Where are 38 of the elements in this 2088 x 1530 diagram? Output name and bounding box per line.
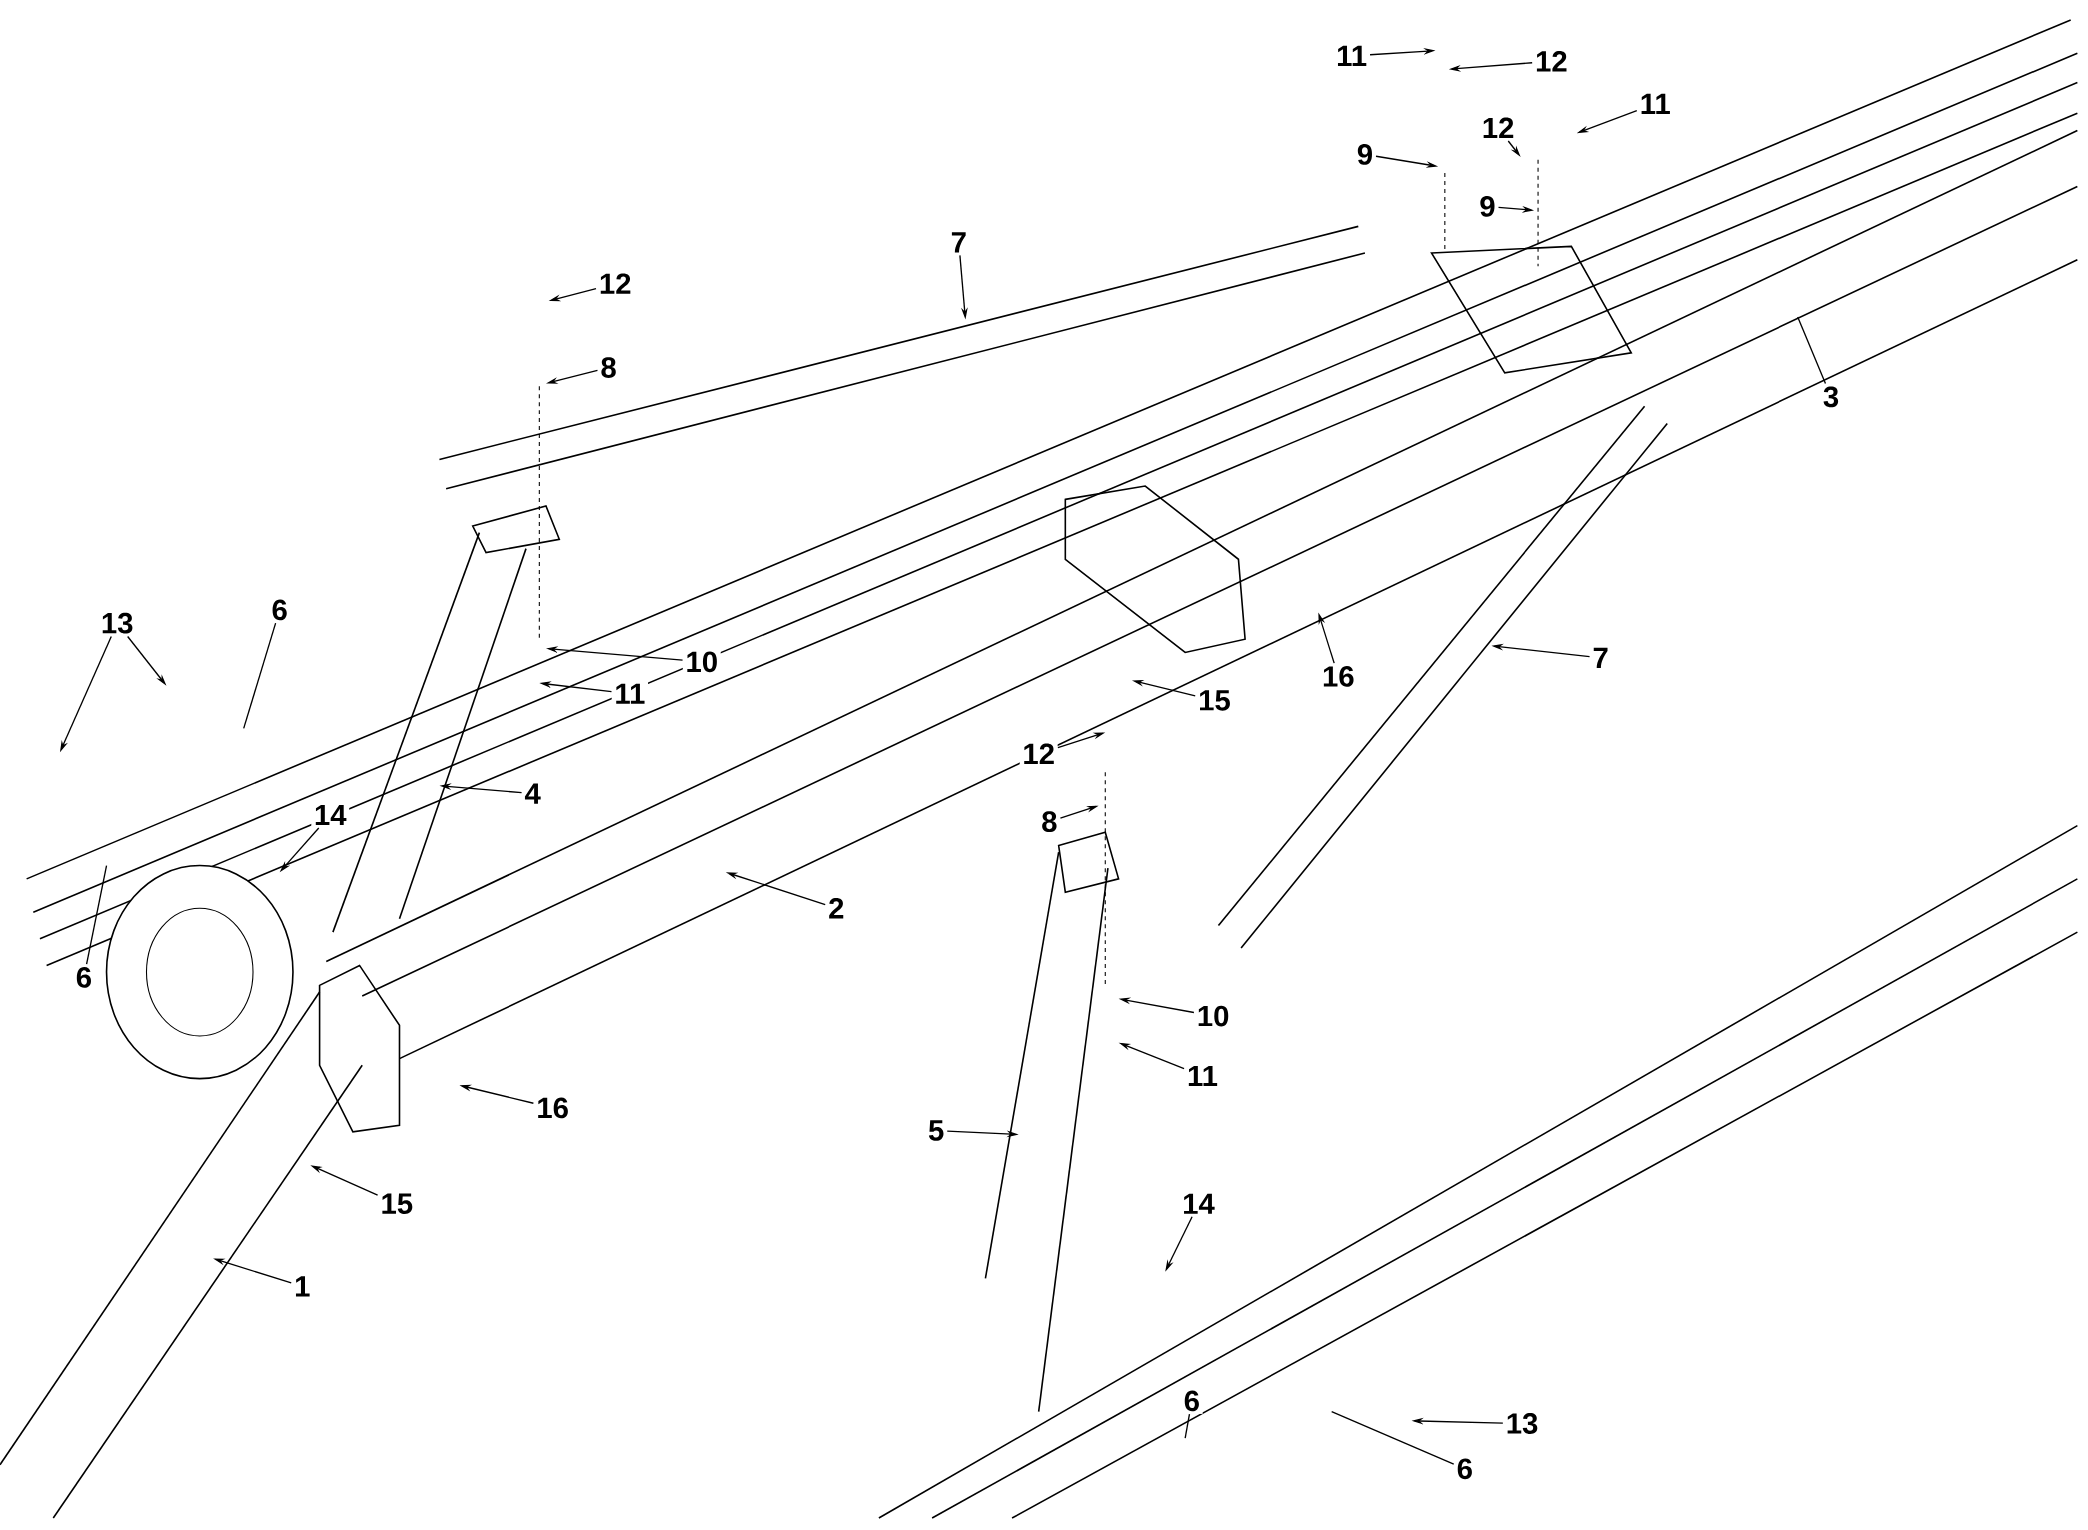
callout-number: 14: [1179, 1191, 1218, 1217]
callout-number: 15: [377, 1190, 416, 1217]
callout-number: 2: [825, 895, 848, 922]
callout-number: 11: [611, 681, 648, 707]
callout-number: 10: [682, 648, 721, 675]
callout-number: 13: [98, 610, 137, 637]
callout-number: 8: [1038, 808, 1061, 835]
callout-number: 16: [533, 1094, 572, 1121]
callout-number: 12: [1019, 740, 1058, 767]
callout-number: 9: [1354, 141, 1376, 168]
leader-line: [1184, 1413, 1191, 1439]
leader-line: [243, 622, 277, 730]
callout-number: 5: [925, 1117, 947, 1144]
leader-line: [1331, 1410, 1455, 1465]
callout-number: 12: [596, 270, 635, 297]
callout-number: 11: [1184, 1063, 1221, 1089]
callout-number: 12: [1479, 114, 1518, 141]
leader-line: [1797, 316, 1827, 385]
callout-number: 7: [948, 229, 970, 256]
callout-number: 1: [291, 1273, 314, 1300]
callout-number: 9: [1476, 193, 1499, 220]
callout-number: 7: [1589, 645, 1612, 671]
callout-number: 4: [521, 780, 544, 807]
callout-number: 14: [311, 802, 350, 828]
callout-number: 6: [73, 964, 95, 991]
callout-number: 6: [1181, 1387, 1203, 1414]
callout-number: 6: [1454, 1455, 1476, 1482]
callout-number: 10: [1194, 1003, 1233, 1030]
callout-number: 12: [1532, 48, 1571, 75]
callout-number: 11: [1333, 43, 1370, 69]
callout-number: 15: [1195, 687, 1234, 714]
callout-number: 16: [1319, 663, 1358, 690]
callout-number: 11: [1637, 91, 1674, 117]
callout-number: 13: [1503, 1410, 1542, 1437]
leader-line: [85, 864, 108, 965]
callout-number: 6: [268, 596, 291, 623]
callout-number: 3: [1820, 383, 1842, 410]
callout-number: 8: [597, 354, 620, 381]
